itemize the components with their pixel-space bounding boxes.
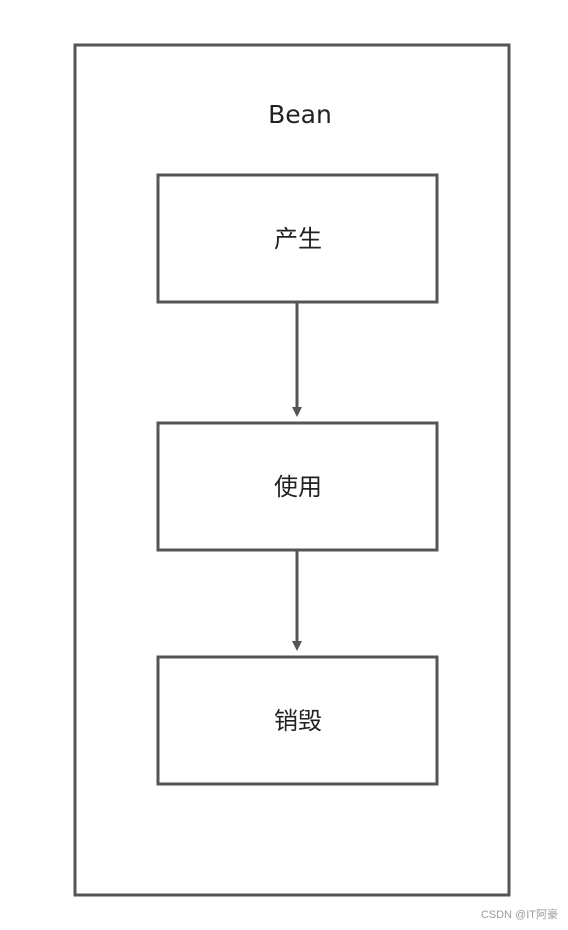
step-label-use: 使用 [274,473,322,501]
step-box-destroy [156,655,439,786]
step-label-create: 产生 [274,225,322,253]
watermark-text: CSDN @IT阿豪 [480,909,558,921]
container-label: Bean [268,100,332,129]
step-label-destroy: 销毁 [274,707,322,735]
step-box-use [156,421,439,552]
step-box-create [156,173,439,304]
